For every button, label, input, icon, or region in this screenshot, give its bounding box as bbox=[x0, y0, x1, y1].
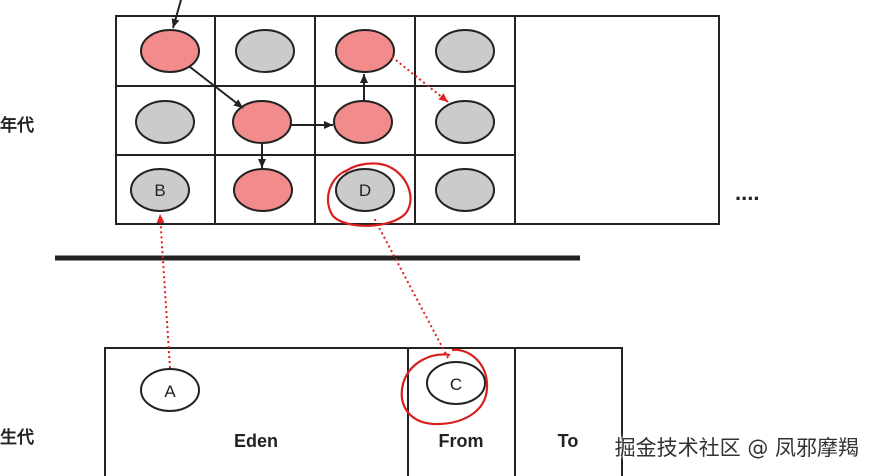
node-label-b: B bbox=[154, 181, 165, 200]
young-gen-box bbox=[104, 347, 623, 476]
highlight-circle-d bbox=[327, 162, 412, 227]
old-object-live bbox=[333, 100, 393, 144]
old-gen-grid bbox=[115, 15, 720, 225]
node-label-d: D bbox=[359, 181, 371, 200]
old-object-dead bbox=[435, 168, 495, 212]
young-to-old-reference-a-b bbox=[156, 213, 171, 369]
old-object-dead bbox=[435, 100, 495, 144]
old-object-live bbox=[233, 168, 293, 212]
old-gen-outer-box bbox=[115, 15, 720, 225]
more-regions-ellipsis: .... bbox=[735, 180, 759, 205]
reference-arrow bbox=[189, 66, 244, 109]
young-object-a bbox=[140, 368, 200, 412]
young-gen-label: 新生代 bbox=[0, 428, 34, 448]
highlight-circle-c bbox=[400, 348, 489, 426]
old-object-b bbox=[130, 168, 190, 212]
old-object-dead bbox=[135, 100, 195, 144]
young-to-old-reference-c-d bbox=[373, 217, 449, 359]
old-object-live bbox=[140, 29, 200, 73]
node-label-a: A bbox=[164, 382, 176, 401]
eden-label: Eden bbox=[234, 431, 278, 451]
watermark: 掘金技术社区 @ 凤邪摩羯 bbox=[614, 436, 859, 460]
old-gen-label: 老年代 bbox=[0, 116, 34, 136]
to-label: To bbox=[558, 431, 579, 451]
young-object-c bbox=[426, 361, 486, 405]
old-object-dead bbox=[235, 29, 295, 73]
old-object-live bbox=[335, 29, 395, 73]
from-label: From bbox=[439, 431, 484, 451]
cross-reference-arrow bbox=[391, 56, 449, 103]
old-object-d bbox=[335, 168, 395, 212]
root-reference-arrow bbox=[171, 0, 182, 29]
node-label-c: C bbox=[450, 375, 462, 394]
old-object-dead bbox=[435, 29, 495, 73]
